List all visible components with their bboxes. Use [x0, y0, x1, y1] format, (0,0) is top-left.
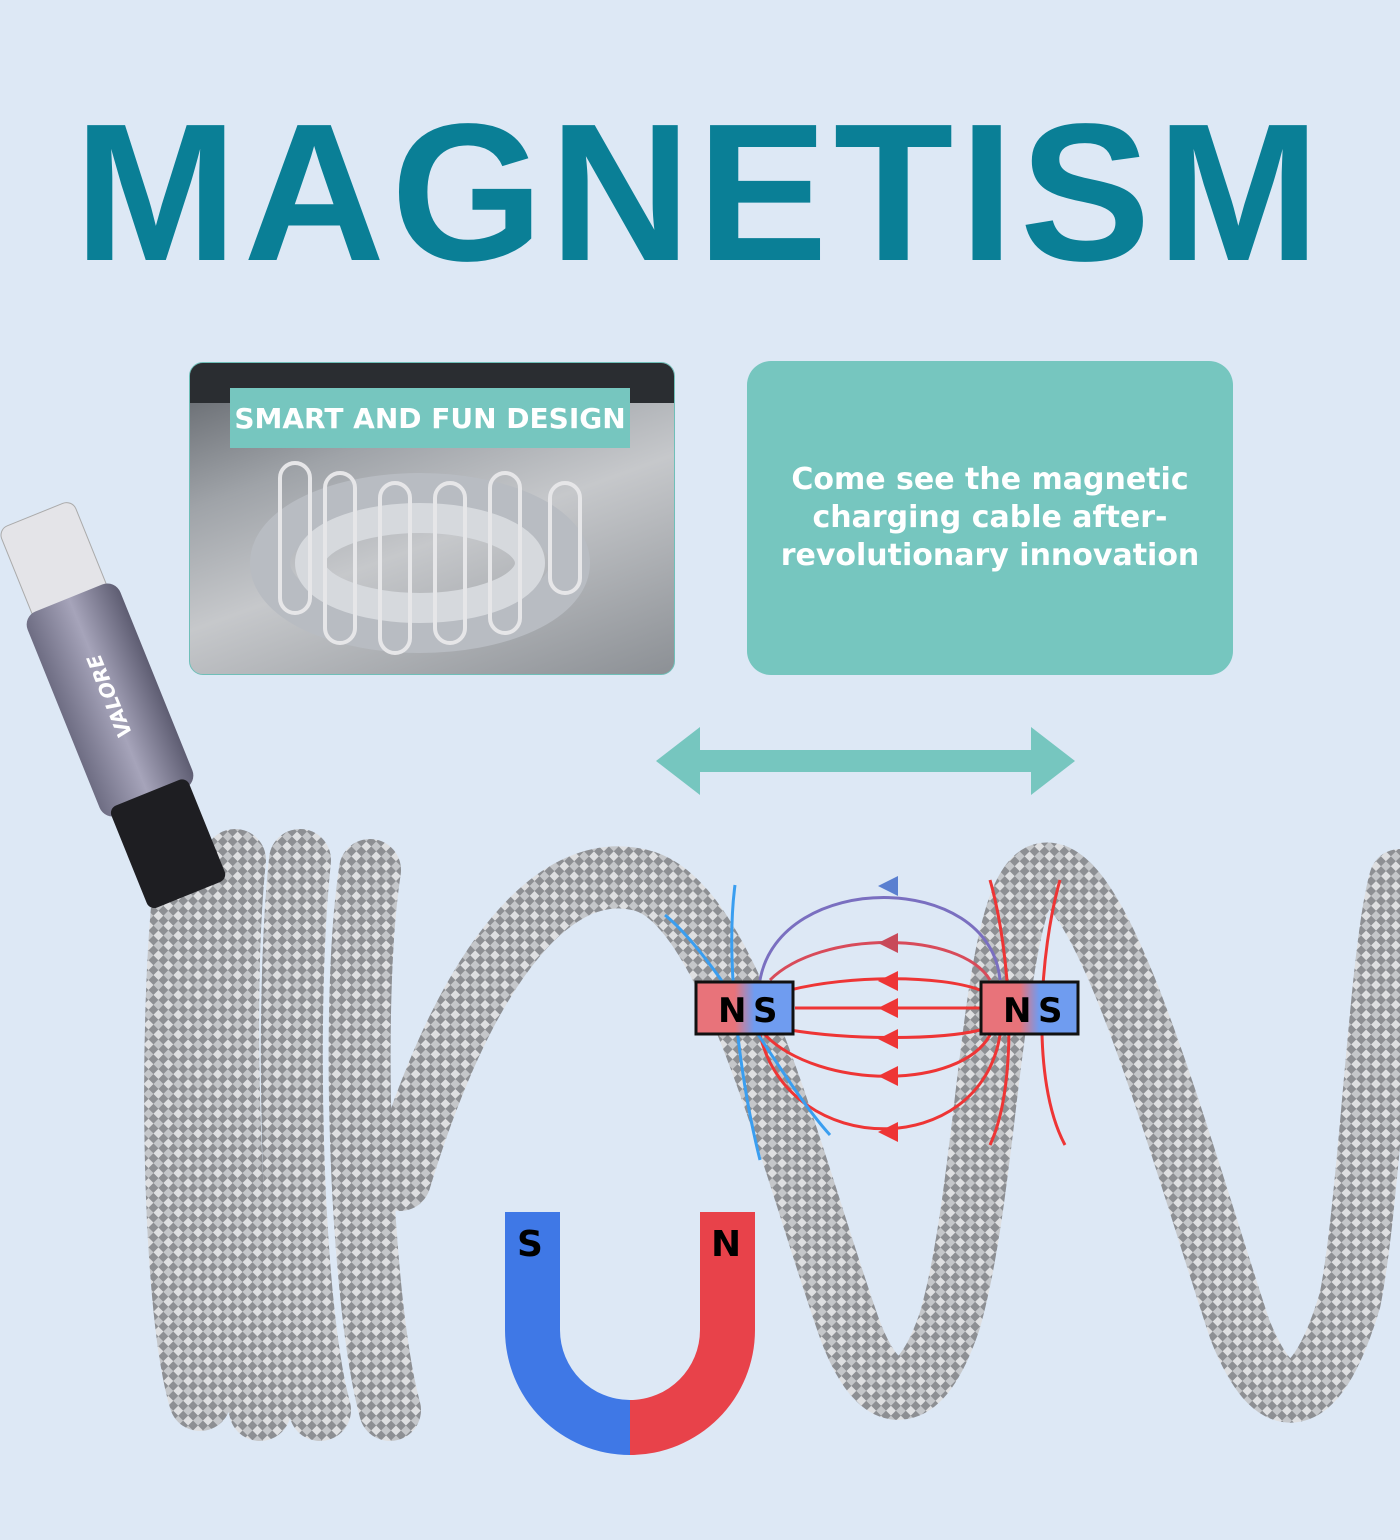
pole-north: N [718, 991, 746, 1031]
info-text: Come see the magnetic charging cable aft… [780, 462, 1200, 573]
bar-magnet-left: N S [694, 980, 795, 1036]
field-arrow-icons [878, 876, 898, 1142]
product-photo-card: SMART AND FUN DESIGN [189, 362, 675, 675]
horseshoe-magnet: S N [505, 1212, 755, 1455]
usb-c-connector: VALORE [0, 502, 226, 909]
photo-label: SMART AND FUN DESIGN [230, 388, 630, 448]
pole-south: S [517, 1224, 543, 1265]
info-card: Come see the magnetic charging cable aft… [747, 361, 1233, 675]
cable-coil [144, 829, 1400, 1441]
pole-south: S [1038, 991, 1063, 1031]
bar-magnet-right: N S [979, 980, 1080, 1036]
pole-south: S [753, 991, 778, 1031]
pole-north: N [711, 1224, 741, 1265]
double-arrow-icon [656, 727, 1075, 795]
page-title: MAGNETISM [74, 83, 1326, 302]
pole-north: N [1003, 991, 1031, 1031]
